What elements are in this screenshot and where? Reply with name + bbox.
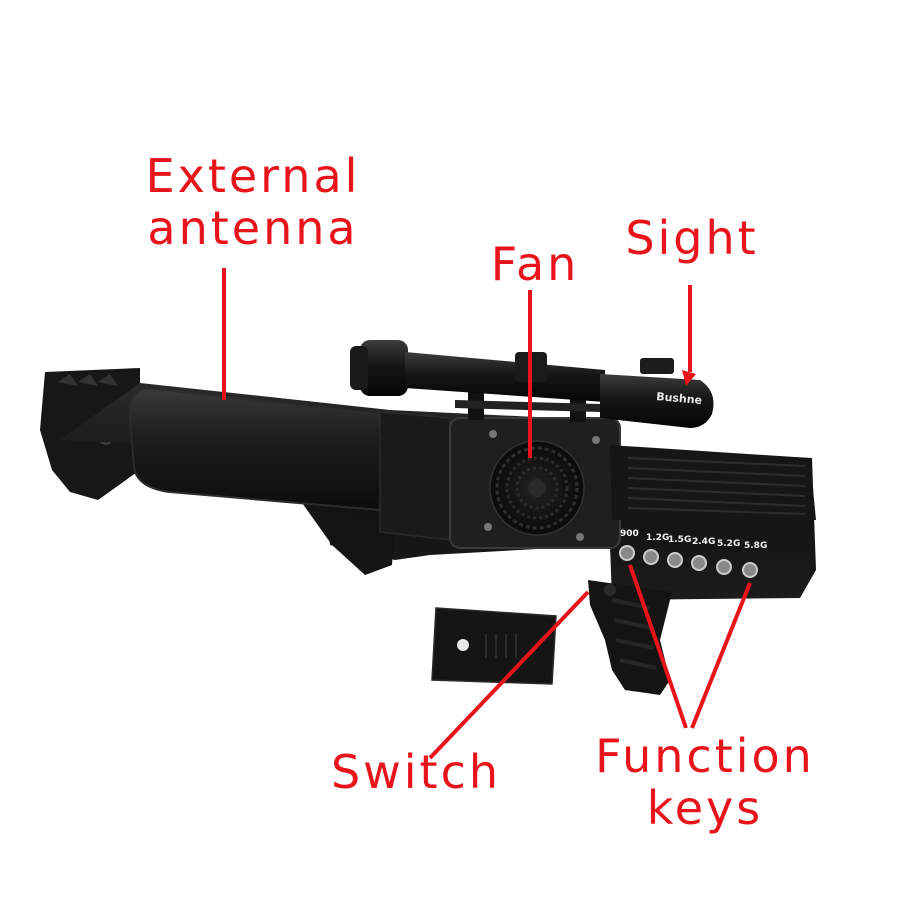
function-key[interactable] [619,545,635,561]
band-label: 5.8G [744,541,767,551]
scope-brand-label: Bushne [656,390,703,407]
leader-line-keys-right [690,582,752,729]
callout-function-keys: Function keys [574,730,836,834]
callout-line: Function [595,729,815,783]
callout-line: antenna [147,201,359,255]
external-antenna-cover [128,386,453,541]
callout-sight: Sight [625,211,759,265]
switch-plate [431,607,557,685]
front-heatsink [610,445,816,520]
fan-panel [449,417,621,549]
band-label: 1.5G [668,535,691,545]
scope-sight: Bushne [350,340,714,428]
callout-line: External [145,149,361,203]
band-label-row: 900 1.2G 1.5G 2.4G 5.2G 5.8G [620,529,767,551]
band-label: 2.4G [692,537,715,547]
leader-line-switch [428,590,590,760]
function-key[interactable] [691,555,707,571]
callout-line: keys [646,781,764,835]
callout-switch: Switch [330,745,502,799]
leader-arrow-sight [682,370,696,386]
function-key[interactable] [716,559,732,575]
band-label: 1.2G [646,533,669,543]
pistol-grip [588,580,672,695]
function-keys-panel: 900 1.2G 1.5G 2.4G 5.2G 5.8G [619,529,767,578]
callout-external-antenna: External antenna [128,150,378,254]
band-label: 900 [620,529,639,539]
function-key-buttons [619,545,758,578]
leader-line-keys-left [628,564,688,729]
callout-fan: Fan [490,237,580,291]
leader-lines [222,268,752,760]
function-key[interactable] [667,552,683,568]
band-label: 5.2G [717,539,740,549]
function-key[interactable] [643,549,659,565]
function-key[interactable] [742,562,758,578]
